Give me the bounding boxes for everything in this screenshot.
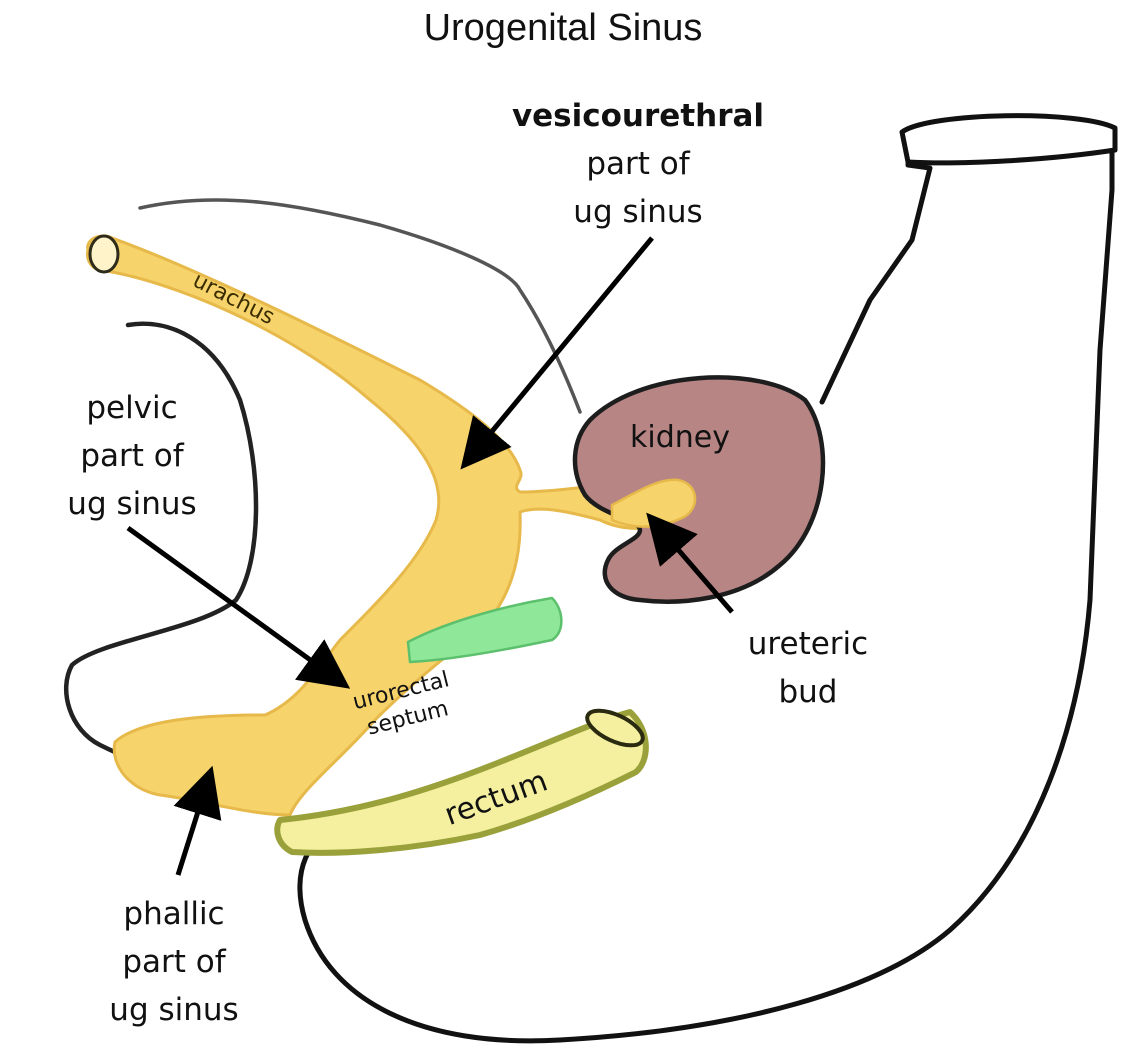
label-phallic-line1: phallic: [84, 890, 264, 938]
label-phallic: phallic part of ug sinus: [84, 890, 264, 1034]
diagram-title: Urogenital Sinus: [0, 6, 1126, 52]
label-pelvic-line2: part of: [42, 432, 222, 480]
label-vesicourethral-line1: vesicourethral: [488, 92, 788, 140]
label-pelvic: pelvic part of ug sinus: [42, 384, 222, 528]
label-ureteric-bud-line2: bud: [718, 668, 898, 716]
label-pelvic-line3: ug sinus: [42, 480, 222, 528]
label-ureteric-bud: ureteric bud: [718, 620, 898, 716]
label-pelvic-line1: pelvic: [42, 384, 222, 432]
arrow-pelvic: [128, 528, 338, 680]
label-ureteric-bud-line1: ureteric: [718, 620, 898, 668]
label-kidney: kidney: [630, 420, 730, 456]
label-phallic-line2: part of: [84, 938, 264, 986]
label-vesicourethral: vesicourethral part of ug sinus: [488, 92, 788, 236]
label-vesicourethral-line2: part of: [488, 140, 788, 188]
urachus-tip: [90, 236, 118, 272]
embryo-opening: [902, 116, 1115, 163]
kidney-shape: [575, 377, 823, 601]
label-vesicourethral-line3: ug sinus: [488, 188, 788, 236]
label-phallic-line3: ug sinus: [84, 986, 264, 1034]
